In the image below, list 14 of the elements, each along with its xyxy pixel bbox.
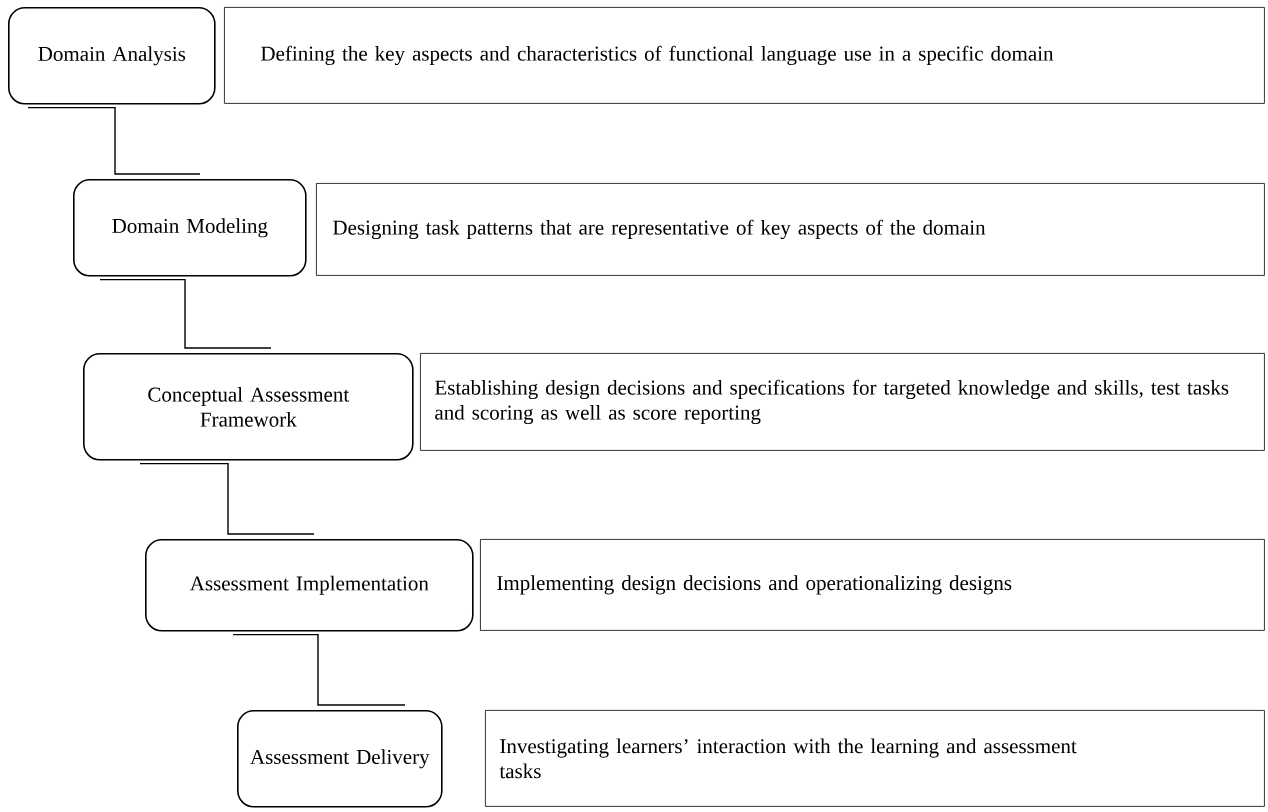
connector: [99, 278, 272, 349]
stage-box: Domain Modeling: [73, 179, 307, 277]
stage-box: Conceptual Assessment Framework: [83, 353, 414, 461]
description-box: Defining the key aspects and characteristics of functional language use in a specific domain: [224, 7, 1265, 104]
connector: [27, 106, 201, 175]
connector: [232, 633, 406, 706]
stage-box: Domain Analysis: [8, 7, 216, 105]
connector: [139, 462, 315, 535]
stage-box: Assessment Implementation: [145, 539, 474, 632]
stage-box: Assessment Delivery: [237, 710, 443, 808]
description-box: Establishing design decisions and specifications for targeted knowledge and skills, test tasks and scoring as well as score reporting: [420, 353, 1265, 451]
description-box: Investigating learners’ interaction with the learning and assessment tasks: [485, 710, 1265, 807]
description-box: Implementing design decisions and operationalizing designs: [480, 539, 1265, 631]
description-box: Designing task patterns that are representative of key aspects of the domain: [316, 183, 1265, 276]
